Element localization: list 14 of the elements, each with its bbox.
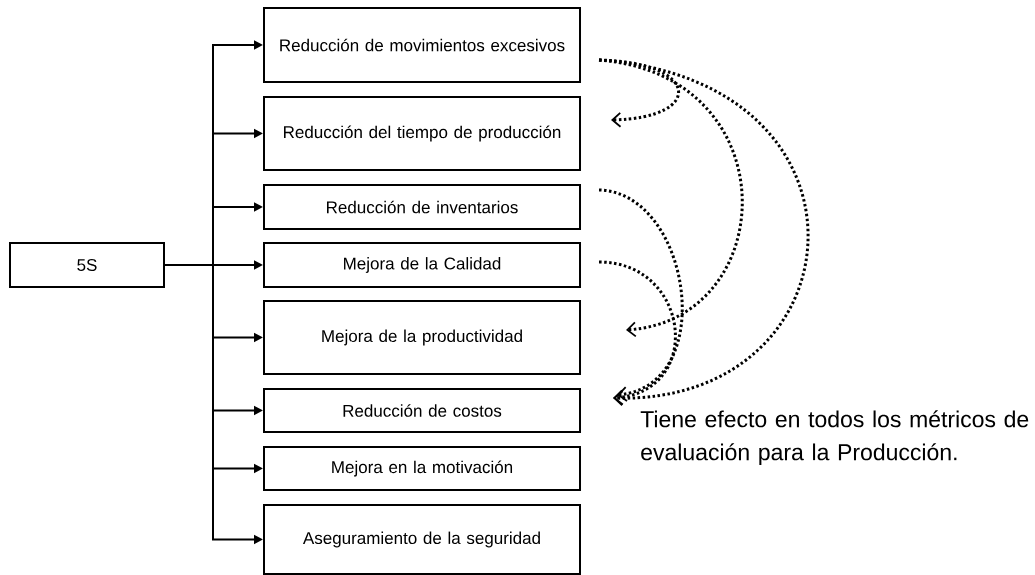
process-box: Mejora en la motivación — [263, 446, 581, 491]
dotted-arrow — [598, 188, 684, 402]
process-box: Reducción de movimientos excesivos — [263, 7, 581, 83]
process-box: Mejora de la Calidad — [263, 242, 581, 288]
process-box: 5S — [9, 242, 165, 288]
dotted-arrow — [598, 58, 680, 128]
dotted-arrow — [598, 58, 810, 407]
note-text: Tiene efecto en todos los métricos de evaluación para la Producción. — [640, 410, 1029, 465]
process-box: Aseguramiento de la seguridad — [263, 504, 581, 575]
process-box: Reducción de inventarios — [263, 184, 581, 230]
process-box: Reducción del tiempo de producción — [263, 96, 581, 171]
dotted-arrow — [598, 260, 677, 406]
process-box: Mejora de la productividad — [263, 300, 581, 375]
process-box: Reducción de costos — [263, 388, 581, 433]
